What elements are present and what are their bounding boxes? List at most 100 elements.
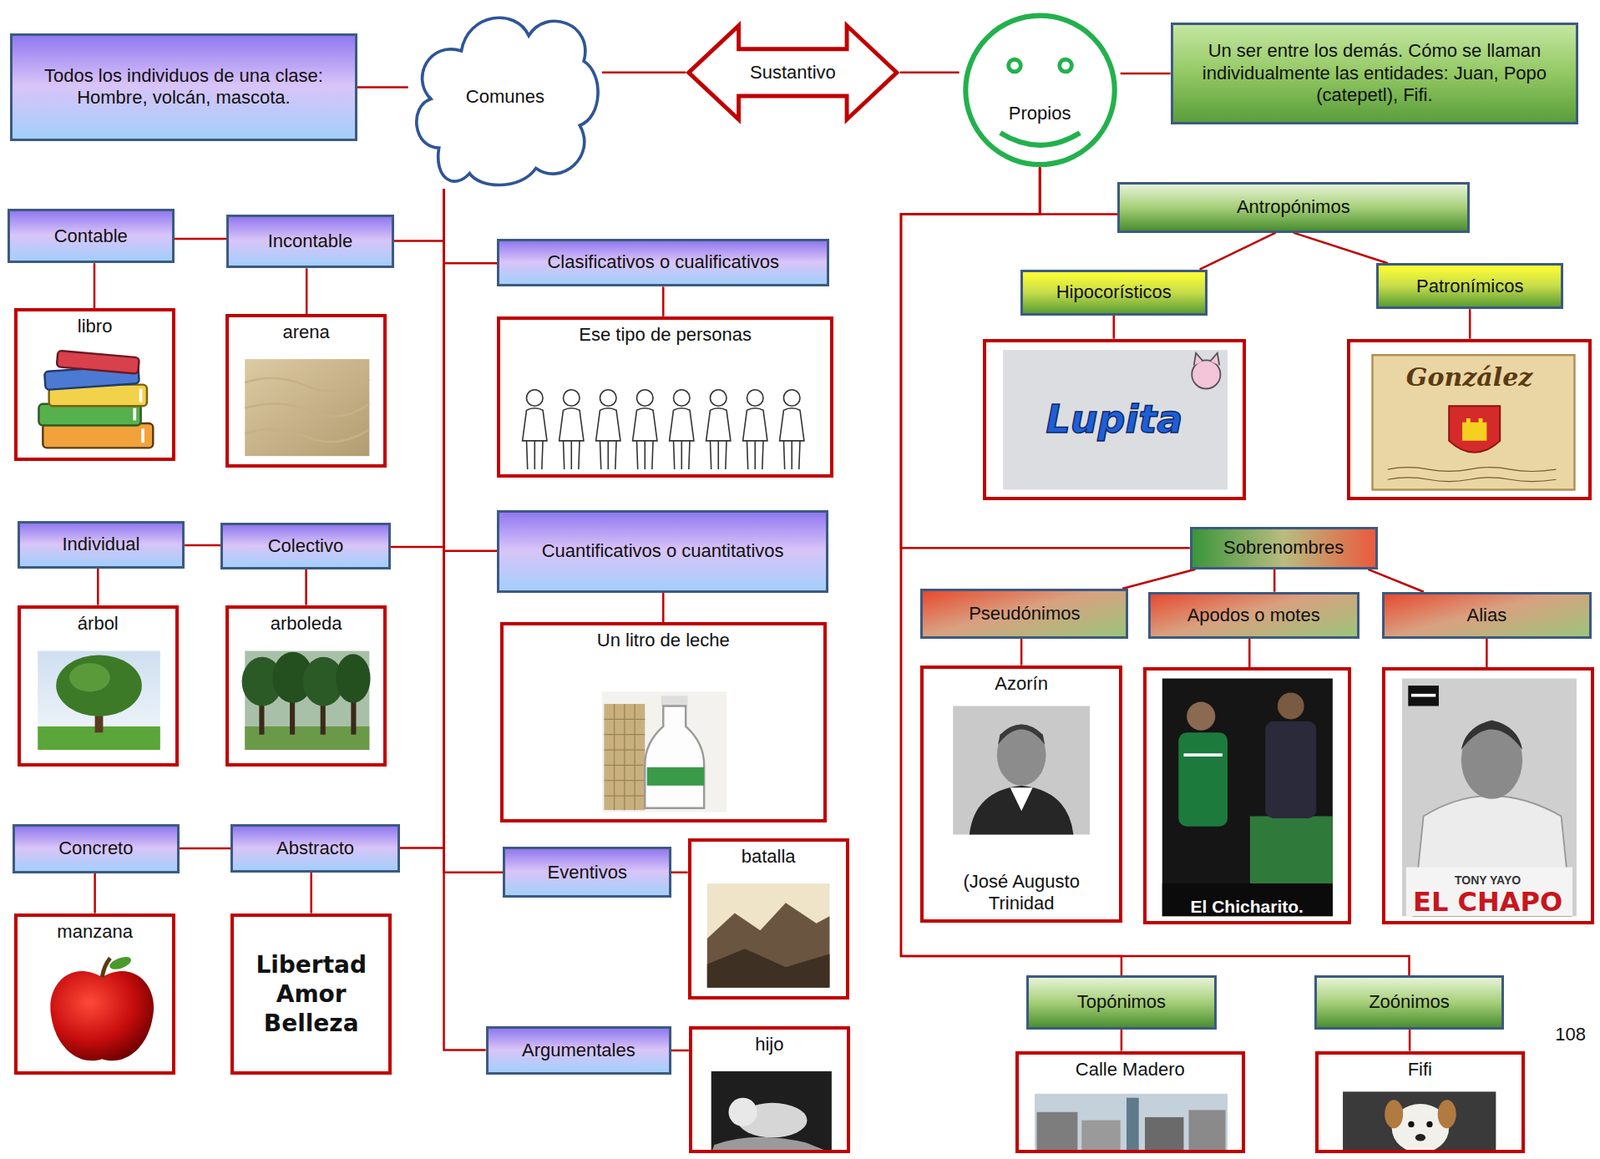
portrait-picture-part (969, 785, 1074, 836)
category-box: Hipocorísticos (1020, 269, 1208, 316)
connector-line (304, 569, 308, 606)
smiley-face (965, 15, 1114, 164)
footballer-picture (1162, 678, 1333, 917)
street-picture (1034, 1093, 1228, 1154)
people-sketch-part (743, 389, 768, 470)
connector-line (93, 873, 97, 914)
connector-line (444, 188, 498, 264)
dog-picture-part (1415, 1134, 1426, 1142)
graffiti-picture (1002, 349, 1228, 490)
apple-picture-part (101, 957, 111, 978)
cloud-shape (416, 17, 598, 185)
node-text: Pseudónimos (968, 602, 1080, 625)
dog-picture-part (1407, 1121, 1414, 1128)
category-box: Apodos o motes (1148, 592, 1360, 639)
album-cover-picture-part (1412, 795, 1571, 917)
example-card: arena (225, 313, 387, 467)
connector-line (444, 188, 498, 552)
connector-line (444, 188, 504, 873)
sand-picture (244, 359, 370, 456)
battle-picture-part (707, 883, 831, 988)
connector-line (671, 1049, 689, 1053)
connector-line (1293, 232, 1388, 264)
example-card: El Chicharito. (1143, 667, 1352, 925)
dog-picture-part (1437, 1099, 1457, 1129)
parchment-picture-part (1448, 405, 1500, 453)
connector-line (309, 872, 313, 914)
sand-picture-part (244, 378, 370, 442)
category-box: Abstracto (230, 824, 400, 872)
node-text: Colectivo (268, 535, 344, 557)
category-box: Alias (1382, 592, 1593, 639)
footballer-picture-part (1162, 883, 1333, 917)
dog-picture-part (1342, 1091, 1496, 1153)
connector-line (394, 188, 445, 241)
node-text: Hipocorísticos (1056, 281, 1172, 304)
milk-picture-part (603, 703, 645, 811)
milk-picture (602, 691, 727, 812)
node-text: manzana (56, 921, 133, 943)
connector-line (662, 592, 665, 623)
connector-line (357, 86, 409, 89)
people-sketch-part (706, 389, 731, 470)
parchment-picture-part (1372, 354, 1575, 490)
example-card: árbol (17, 605, 179, 767)
node-text: Eventivos (547, 861, 628, 884)
album-cover-picture-part (1402, 678, 1577, 917)
baby-picture-part (711, 1071, 832, 1154)
album-cover-picture-part (1407, 685, 1439, 706)
apple-picture-part (50, 971, 154, 1061)
node-text: Abstracto (276, 837, 355, 860)
footballer-picture-part (1183, 753, 1222, 757)
street-picture-part (1036, 1112, 1078, 1154)
tree-picture (37, 651, 161, 751)
people-sketch-part (779, 389, 805, 470)
category-box: Incontable (226, 214, 394, 269)
node-text: Propios (1008, 102, 1072, 125)
category-box: Concreto (12, 824, 180, 874)
portrait-picture-part (952, 706, 1090, 836)
connector-line (1122, 569, 1196, 589)
street-picture-part (1144, 1117, 1184, 1154)
footballer-picture-part (1162, 678, 1333, 917)
arrow-shape (688, 25, 897, 120)
portrait-picture-part (1010, 787, 1033, 811)
battle-picture (707, 883, 831, 988)
battle-picture-part (707, 948, 831, 988)
connector-line (1120, 1029, 1124, 1052)
node-text: Zoónimos (1368, 991, 1450, 1013)
example-card: Calle Madero (1015, 1051, 1246, 1154)
category-box: Argumentales (486, 1026, 672, 1074)
tree-picture-part (55, 654, 142, 716)
connector-line (1112, 315, 1115, 340)
connector-line (671, 871, 689, 875)
node-text: Azorín (994, 673, 1049, 695)
milk-picture-part (647, 767, 704, 786)
connector-line (93, 263, 97, 309)
example-card: manzana (14, 913, 176, 1075)
portrait-picture-part (997, 724, 1045, 745)
connector-line (1367, 569, 1423, 593)
category-box: Clasificativos o cualificativos (496, 238, 830, 287)
tree-picture-part (69, 663, 111, 692)
node-text: Patronímicos (1416, 275, 1524, 298)
dog-picture-part (1384, 1099, 1403, 1129)
people-sketch-part (669, 389, 694, 470)
people-sketch-part (632, 389, 658, 470)
people-sketch-part (596, 389, 621, 470)
album-cover-picture (1402, 678, 1577, 917)
connector-line (1485, 638, 1489, 668)
connector-line (901, 167, 1410, 976)
node-text: Clasificativos o cualificativos (546, 251, 780, 274)
node-text: Apodos o motes (1187, 604, 1321, 627)
info-box: Un ser entre los demás. Cómo se llaman i… (1170, 22, 1580, 125)
category-box: Eventivos (502, 846, 672, 898)
album-cover-picture-part (1461, 720, 1523, 750)
connector-line (444, 188, 487, 1050)
milk-picture-part (661, 695, 689, 706)
books-picture-part (134, 389, 143, 444)
smiley-node: Propios (959, 12, 1121, 168)
node-text: Un ser entre los demás. Cómo se llaman i… (1184, 40, 1565, 107)
connector-line (1200, 232, 1276, 270)
